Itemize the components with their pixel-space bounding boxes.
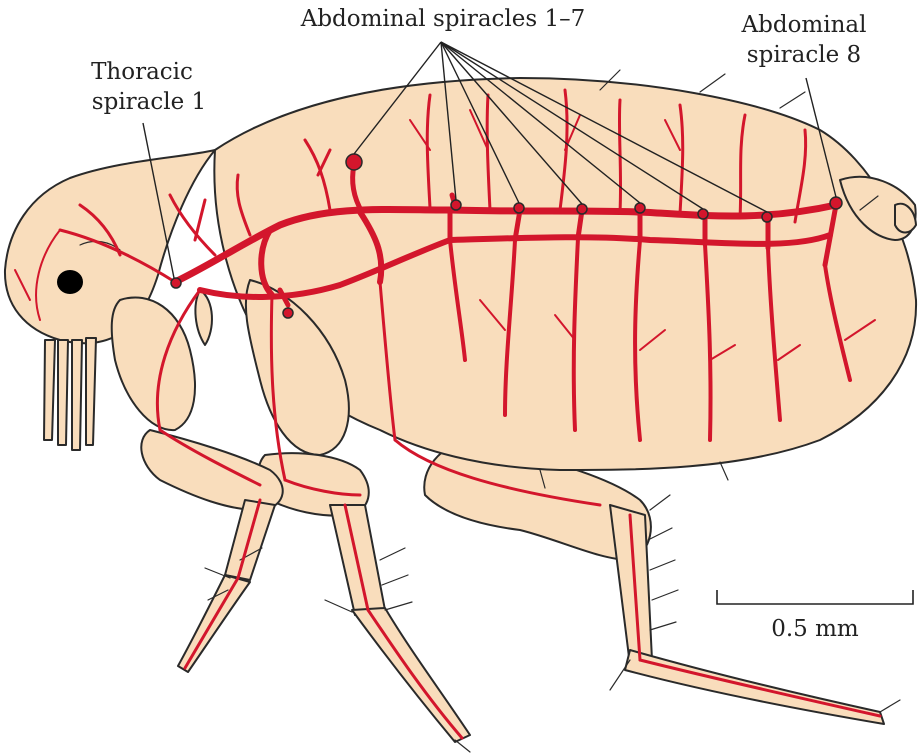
abdominal-spiracle-1 — [451, 200, 461, 210]
label-abdominal-8-line2: spiracle 8 — [747, 42, 861, 68]
scale-bar-label: 0.5 mm — [771, 616, 859, 642]
abdominal-spiracle-2 — [514, 203, 524, 213]
eye — [57, 270, 83, 294]
abdominal-spiracle-8 — [830, 197, 842, 209]
thoracic-spiracle-1 — [171, 278, 181, 288]
front-leg-femur — [141, 430, 282, 510]
mesothoracic-spiracle — [283, 308, 293, 318]
mouthparts — [44, 338, 96, 450]
label-abdominal-spiracles-1-7: Abdominal spiracles 1–7 — [300, 6, 586, 32]
label-thoracic-line2: spiracle 1 — [92, 89, 206, 115]
label-thoracic-line1: Thoracic — [91, 59, 193, 85]
abdominal-spiracle-3 — [577, 204, 587, 214]
thorax-lobe — [195, 290, 212, 345]
abdominal-spiracle-4 — [635, 203, 645, 213]
front-leg-tarsus — [178, 575, 250, 672]
label-abdominal-spiracle-8: Abdominal spiracle 8 — [741, 12, 867, 68]
metathoracic-spiracle — [346, 154, 362, 170]
scale-bar: 0.5 mm — [717, 590, 913, 642]
scale-bar-line — [717, 590, 913, 604]
label-abdominal-8-line1: Abdominal — [741, 12, 867, 38]
abdominal-spiracle-6 — [762, 212, 772, 222]
label-thoracic-spiracle: Thoracic spiracle 1 — [91, 59, 206, 115]
abdominal-spiracle-5 — [698, 209, 708, 219]
